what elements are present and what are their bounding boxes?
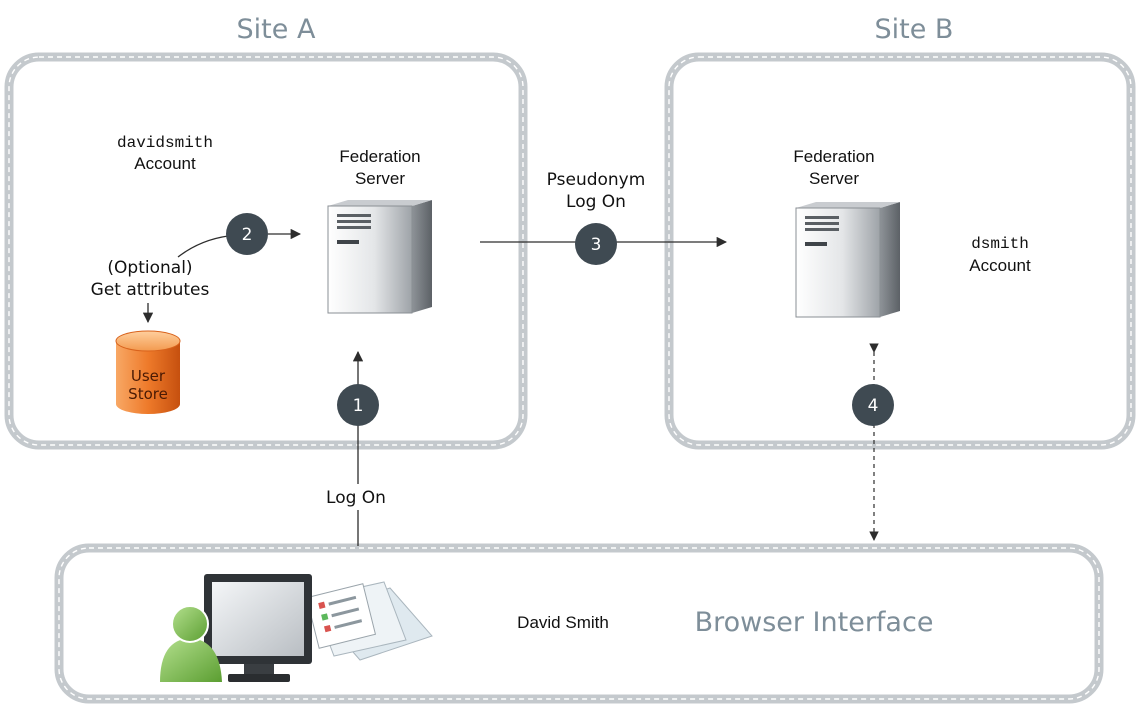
step-number-4: 4 <box>868 396 879 416</box>
step-badge-3: 3 <box>575 223 617 265</box>
site-a-server-icon <box>327 200 432 314</box>
pseudonym-label-line2: Log On <box>566 192 626 212</box>
user-store-icon <box>115 330 181 414</box>
step-number-3: 3 <box>591 235 602 255</box>
step-number-2: 2 <box>242 225 253 245</box>
site-b-server-label-line1: Federation <box>793 147 874 166</box>
site-b-box <box>664 52 1136 450</box>
user-icon <box>160 605 222 682</box>
optional-label-line2: Get attributes <box>91 280 210 300</box>
optional-label-line1: (Optional) <box>107 258 192 278</box>
user-store-label-line2: Store <box>128 385 168 403</box>
browser-interface-title: Browser Interface <box>695 607 934 638</box>
log-on-label-bg <box>318 484 398 510</box>
site-b-account-id: dsmith <box>971 235 1029 253</box>
site-a-account-word: Account <box>134 154 196 173</box>
site-a-title: Site A <box>237 14 316 45</box>
site-a-server-label-line1: Federation <box>339 147 420 166</box>
step-badge-2: 2 <box>226 213 268 255</box>
site-a-box <box>4 52 528 450</box>
site-b-title: Site B <box>875 14 954 45</box>
browser-user-name: David Smith <box>517 613 609 632</box>
step-badge-1: 1 <box>337 384 379 426</box>
optional-connector <box>177 235 229 258</box>
site-b-account-word: Account <box>969 256 1031 275</box>
browser-box <box>54 543 1104 704</box>
user-store-label-line1: User <box>131 367 166 385</box>
site-a-account-id: davidsmith <box>117 134 213 152</box>
site-b-server-label-line2: Server <box>809 169 859 188</box>
monitor-icon <box>204 574 312 682</box>
step-number-1: 1 <box>353 396 364 416</box>
site-a-server-label-line2: Server <box>355 169 405 188</box>
log-on-label: Log On <box>326 488 386 508</box>
site-b-server-icon <box>795 202 900 318</box>
step-badge-4: 4 <box>852 384 894 426</box>
pseudonym-label-line1: Pseudonym <box>547 170 646 190</box>
documents-icon <box>305 581 433 661</box>
